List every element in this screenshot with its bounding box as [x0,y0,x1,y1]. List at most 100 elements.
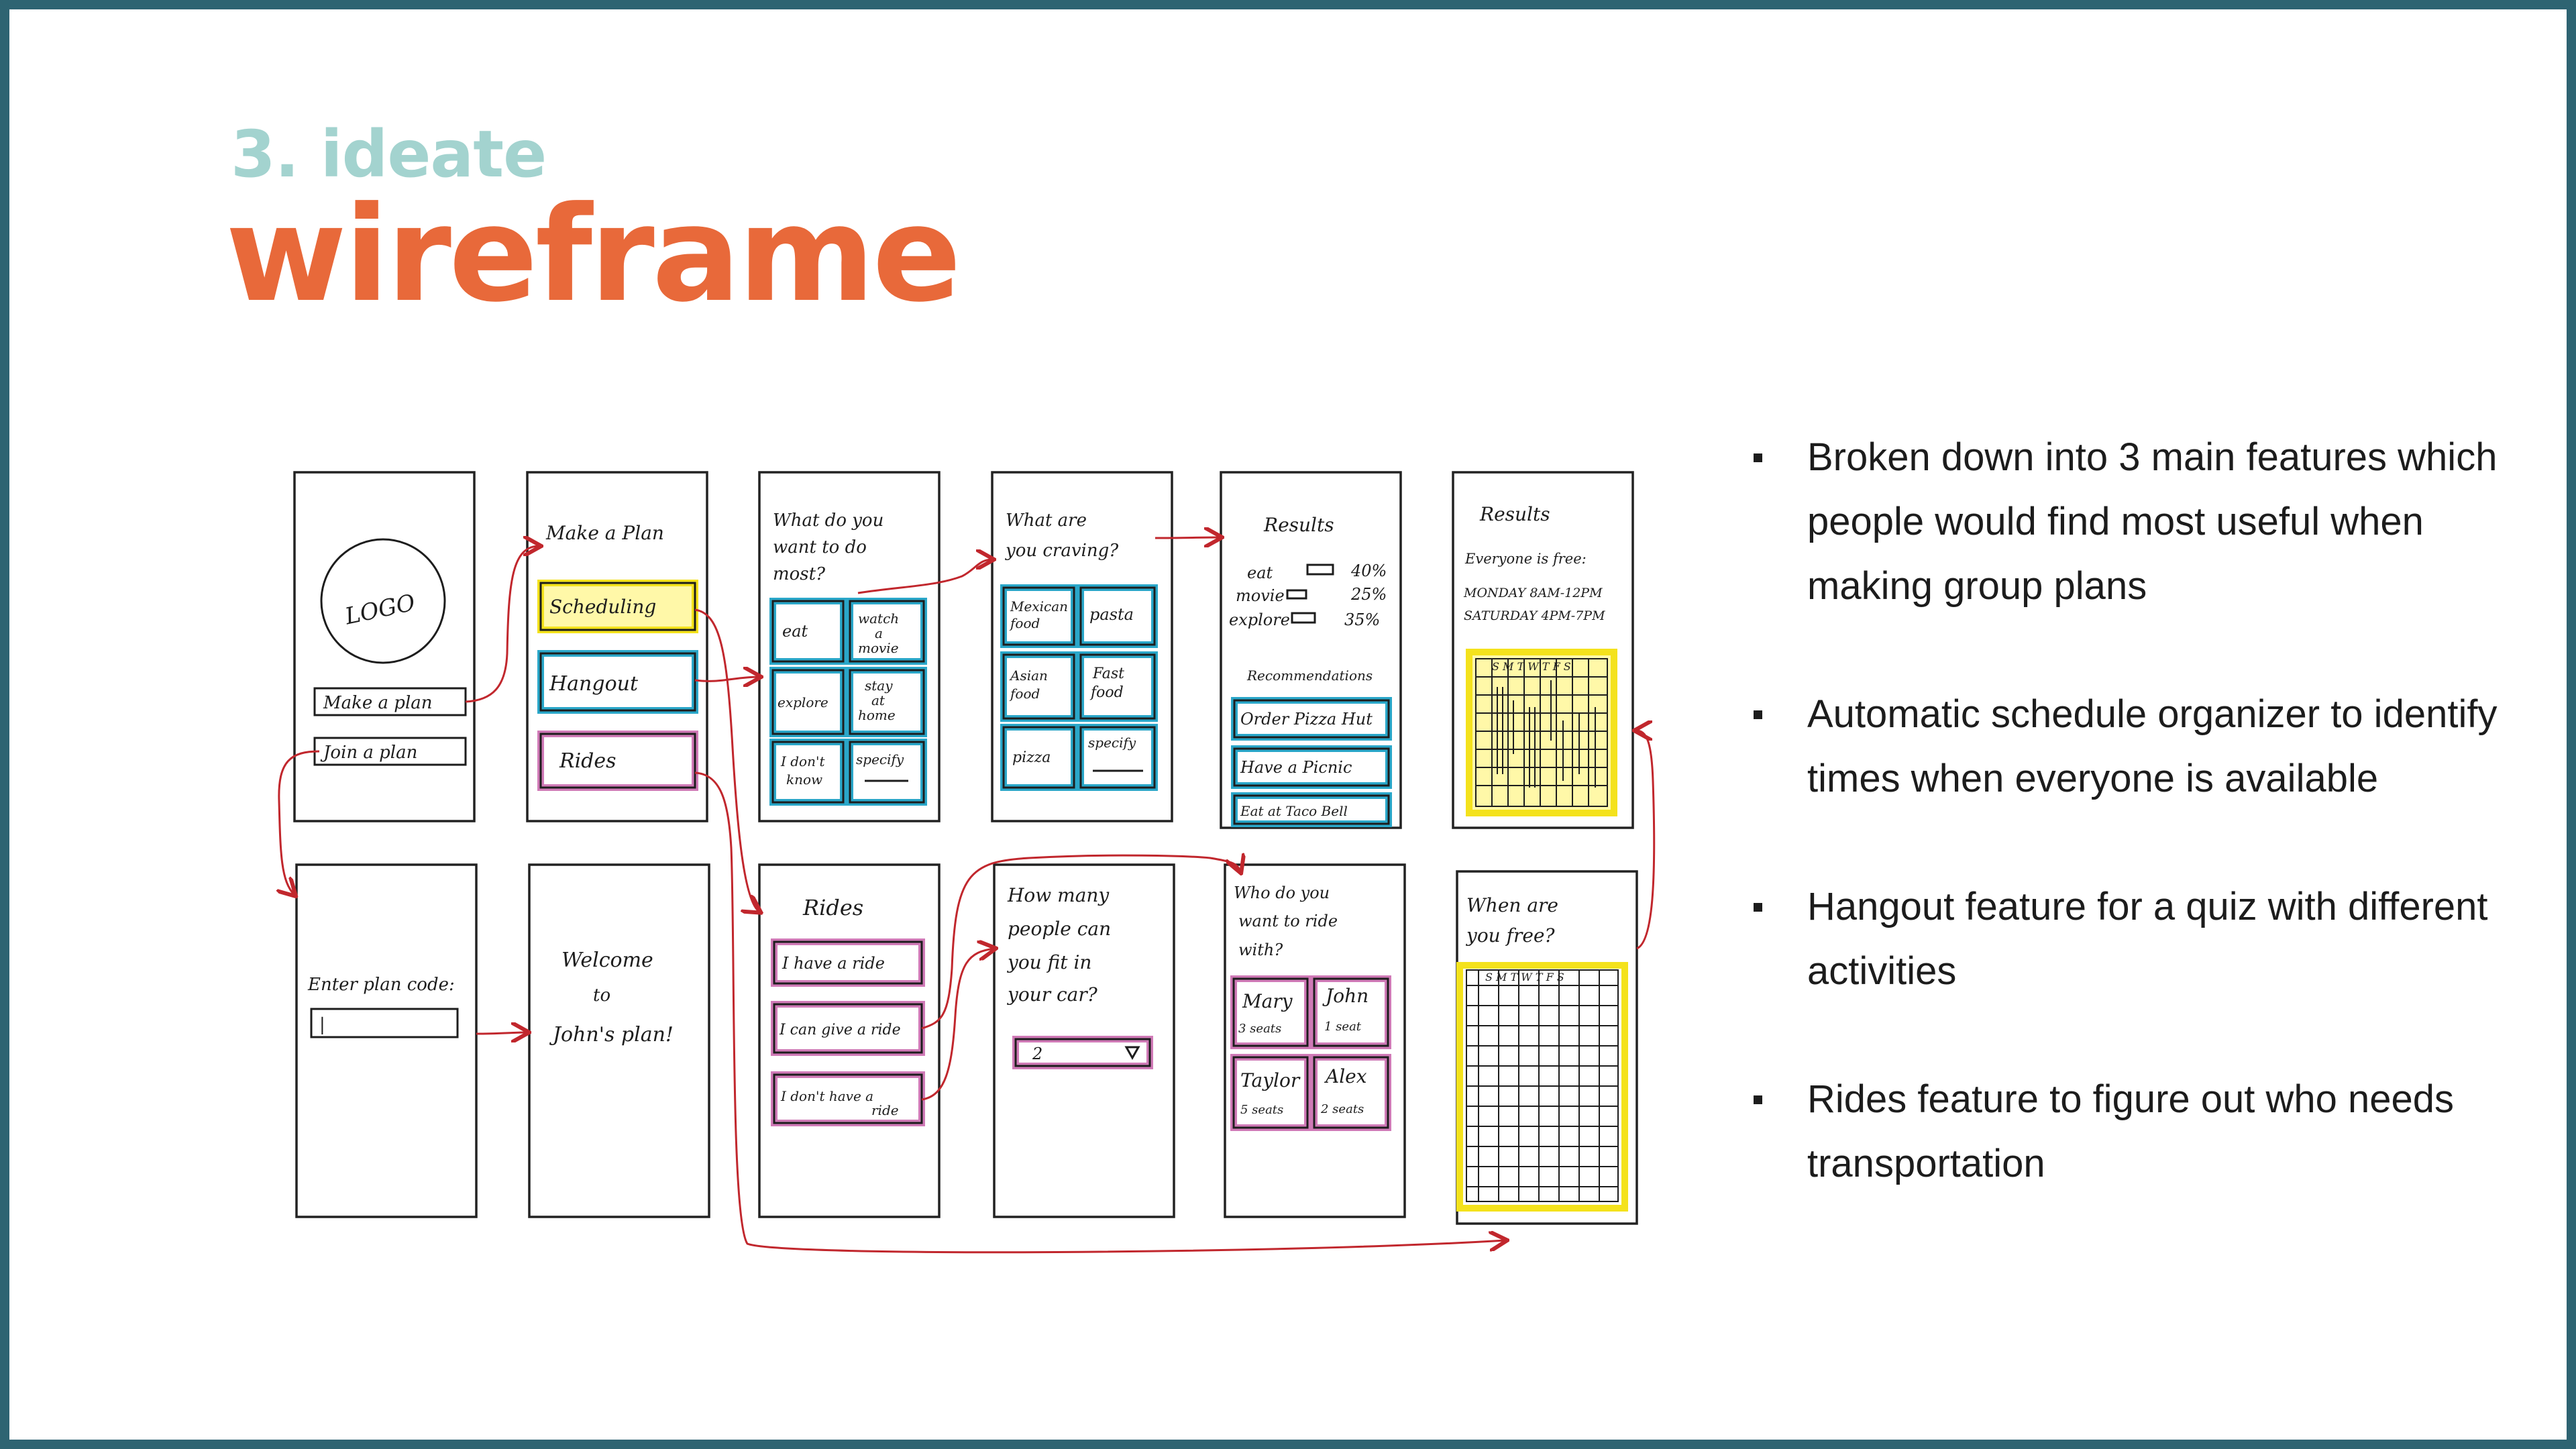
plan-code-input[interactable]: | [319,1015,325,1035]
rec-taco-bell[interactable]: Eat at Taco Bell [1240,803,1348,819]
food-mexican-1[interactable]: Mexican [1010,598,1068,614]
section-label: 3. ideate [231,117,547,192]
rides-option[interactable]: Rides [559,749,616,773]
rides-heading: Rides [802,895,863,920]
chevron-down-icon[interactable] [1124,1046,1140,1061]
schedule-results-grid [1475,658,1608,807]
welcome-line2: to [593,985,610,1006]
bullet-item: Automatic schedule organizer to identify… [1754,682,2525,811]
food-pasta[interactable]: pasta [1089,605,1134,624]
flow-arrows [279,537,1656,1254]
screen-make-plan: Make a Plan Scheduling Hangout Rides [526,471,708,822]
seats-question-line2: people can [1008,918,1111,940]
driver-mary-name[interactable]: Mary [1242,990,1293,1012]
join-plan-button[interactable]: Join a plan [320,743,417,763]
schedule-line1: Everyone is free: [1464,551,1587,567]
food-question-line1: What are [1006,511,1087,531]
food-fast-1[interactable]: Fast [1092,665,1124,682]
bullet-item: Broken down into 3 main features which p… [1754,425,2525,619]
screen-results-activities: Results eat 40% movie 25% explore 35% Re… [1220,471,1402,829]
rec-pizza-hut[interactable]: Order Pizza Hut [1240,710,1373,729]
seats-question-line1: How many [1007,884,1110,906]
activity-question-line3: most? [773,564,826,584]
ride-give[interactable]: I can give a ride [779,1022,901,1038]
schedule-line2: MONDAY 8AM-12PM [1463,586,1603,600]
screen-rides: Rides I have a ride I can give a ride I … [758,863,941,1218]
ridewith-question-line1: Who do you [1234,883,1330,902]
option-dont-know-1[interactable]: I don't [780,753,825,769]
option-watch-1[interactable]: watch [858,610,899,627]
slide: 3. ideate wireframe LOGO Make a plan Joi… [9,9,2567,1440]
slide-title: wireframe [225,178,961,331]
driver-john-seats: 1 seat [1324,1020,1362,1034]
screen-welcome: Welcome to John's plan! [528,863,710,1218]
scheduling-option[interactable]: Scheduling [549,596,656,618]
schedule-line3: SATURDAY 4PM-7PM [1464,608,1605,623]
driver-mary-seats: 3 seats [1238,1022,1281,1036]
make-plan-button[interactable]: Make a plan [323,693,433,713]
rec-picnic[interactable]: Have a Picnic [1240,758,1352,777]
recommendations-heading: Recommendations [1246,667,1373,684]
food-question-line2: you craving? [1005,541,1119,561]
option-stay-3: home [858,707,896,723]
option-watch-3: movie [858,640,899,656]
hangout-option[interactable]: Hangout [549,672,639,696]
food-asian-2: food [1009,686,1040,702]
welcome-line1: Welcome [561,949,653,972]
schedule-days-header: S M T W T F S [1492,660,1571,673]
ride-need-1[interactable]: I don't have a [780,1088,873,1104]
option-explore[interactable]: explore [777,694,828,710]
result-movie-pct: 25% [1350,585,1387,604]
activity-question-line1: What do you [773,511,883,531]
option-stay-2: at [871,692,885,708]
availability-line1: When are [1466,894,1558,916]
result-explore-pct: 35% [1344,610,1380,629]
seats-question-line4: your car? [1006,983,1098,1006]
driver-john-name[interactable]: John [1322,985,1368,1007]
bullet-item: Hangout feature for a quiz with differen… [1754,875,2525,1004]
bullet-item: Rides feature to figure out who needs tr… [1754,1067,2525,1196]
screen-ride-with: Who do you want to ride with? Mary 3 sea… [1224,863,1406,1218]
screen-results-schedule: Results Everyone is free: MONDAY 8AM-12P… [1452,471,1634,829]
availability-grid[interactable] [1466,969,1619,1202]
ride-have[interactable]: I have a ride [782,954,885,973]
ridewith-question-line2: want to ride [1238,912,1338,930]
result-explore-label: explore [1229,610,1290,629]
wireframe-sketch: LOGO Make a plan Join a plan Make a Plan… [9,471,1656,1254]
results-heading: Results [1263,514,1334,536]
option-stay-1[interactable]: stay [865,678,893,694]
driver-taylor-name[interactable]: Taylor [1240,1069,1301,1091]
food-pizza[interactable]: pizza [1012,749,1051,766]
driver-alex-seats: 2 seats [1320,1102,1364,1116]
option-dont-know-2: know [786,771,822,788]
food-fast-2: food [1089,684,1124,701]
seats-dropdown-value[interactable]: 2 [1032,1044,1042,1063]
driver-alex-name[interactable]: Alex [1324,1065,1367,1087]
food-asian-1[interactable]: Asian [1009,667,1048,684]
welcome-line3: John's plan! [549,1023,674,1046]
option-eat[interactable]: eat [782,622,808,641]
food-mexican-2: food [1009,615,1040,631]
driver-taylor-seats: 5 seats [1240,1103,1283,1117]
result-eat-label: eat [1247,564,1273,582]
screen-availability: When are you free? S M T W T F S [1456,870,1638,1225]
screen-join-plan: Enter plan code: | [295,863,478,1218]
screen-activity-quiz: What do you want to do most? eat watch a… [758,471,941,822]
activity-question-line2: want to do [773,537,867,557]
screen-seats: How many people can you fit in your car?… [993,863,1175,1218]
schedule-results-heading: Results [1479,503,1550,525]
screen-home: LOGO Make a plan Join a plan [293,471,476,822]
make-plan-heading: Make a Plan [545,522,664,544]
ride-need-2: ride [871,1102,899,1118]
feature-bullet-list: Broken down into 3 main features which p… [1754,425,2525,1260]
result-movie-label: movie [1236,586,1285,605]
seats-question-line3: you fit in [1006,951,1091,973]
ridewith-question-line3: with? [1238,941,1283,959]
plan-code-label: Enter plan code: [307,975,455,995]
option-specify[interactable]: specify [856,751,904,767]
food-specify[interactable]: specify [1088,735,1136,751]
result-eat-pct: 40% [1350,561,1387,580]
option-watch-2: a [875,625,883,641]
availability-days-header: S M T W T F S [1485,971,1564,983]
availability-line2: you free? [1465,924,1555,947]
